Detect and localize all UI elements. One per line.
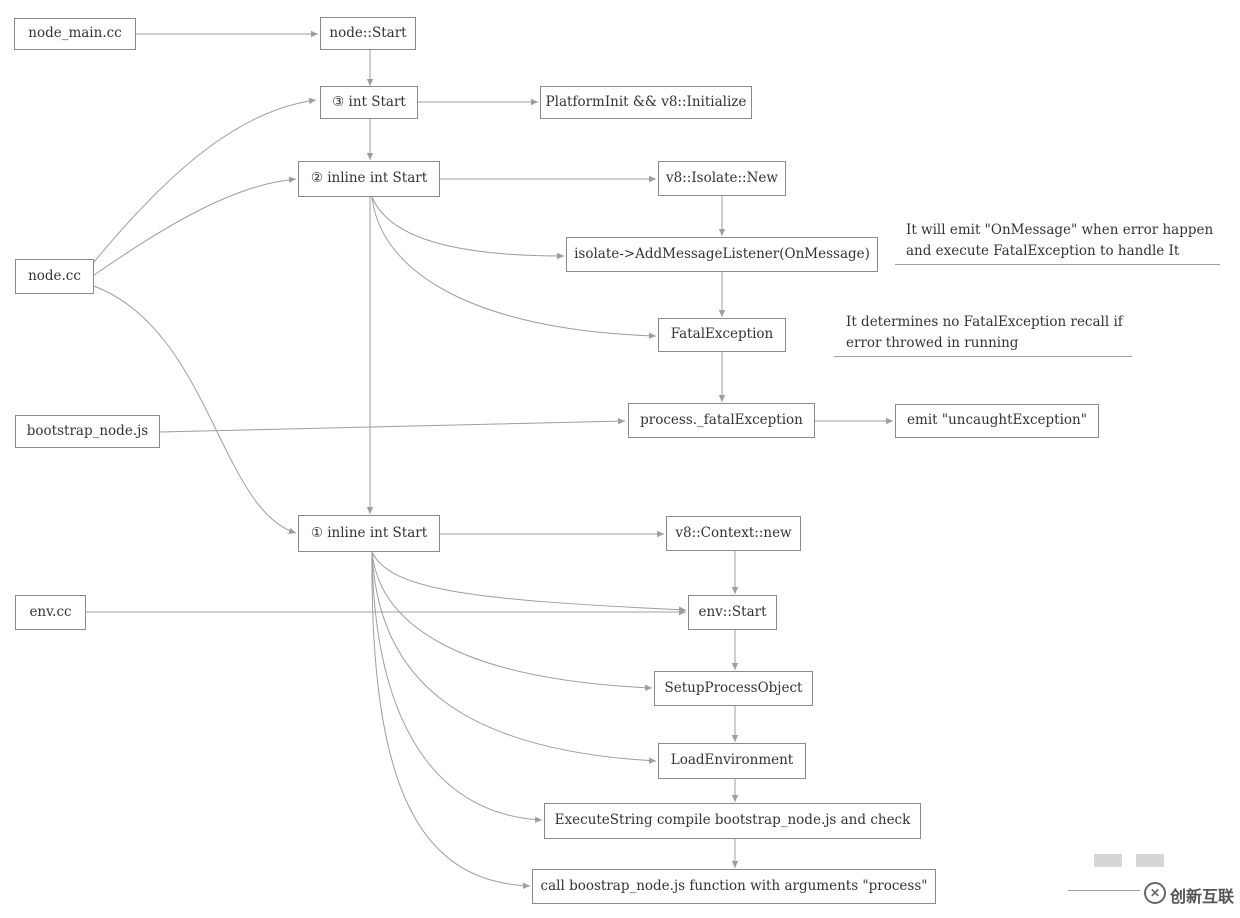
watermark-block-2 — [1136, 854, 1164, 867]
brand-logo-icon: ✕ — [1144, 882, 1166, 904]
node-cc-label: node.cc — [28, 267, 81, 284]
edge-node-cc-to-inline-start-1 — [93, 285, 297, 535]
env-cc: env.cc — [15, 595, 86, 630]
note-on-message: It will emit "OnMessage" when error happ… — [906, 220, 1213, 262]
edge-inline-start-1-curve-to-setup — [371, 551, 653, 691]
add-message-listener-label: isolate->AddMessageListener(OnMessage) — [574, 245, 870, 262]
call-bootstrap: call boostrap_node.js function with argu… — [532, 869, 936, 904]
note-fatal: It determines no FatalException recall i… — [846, 312, 1123, 354]
node-main-cc: node_main.cc — [14, 18, 136, 50]
edge-bootstrap-to-process-fatal — [159, 417, 626, 433]
platform-init-label: PlatformInit && v8::Initialize — [545, 93, 747, 110]
load-environment: LoadEnvironment — [658, 743, 806, 779]
note-fatal-line2: error throwed in running — [846, 335, 1019, 351]
emit-uncaught-exception: emit "uncaughtException" — [895, 404, 1099, 438]
setup-process-object: SetupProcessObject — [654, 671, 813, 706]
context-new-label: v8::Context::new — [675, 524, 792, 541]
int-start-3: ③ int Start — [320, 86, 418, 119]
process-fatal-exception: process._fatalException — [628, 403, 815, 438]
node-cc: node.cc — [15, 259, 94, 294]
watermark-brand: 创新互联 — [1170, 887, 1235, 906]
call-bootstrap-label: call boostrap_node.js function with argu… — [540, 877, 928, 894]
note-on-message-underline — [895, 264, 1220, 265]
isolate-new: v8::Isolate::New — [658, 161, 786, 196]
execute-string: ExecuteString compile bootstrap_node.js … — [544, 803, 921, 839]
execute-string-label: ExecuteString compile bootstrap_node.js … — [554, 812, 911, 829]
watermark-block-1 — [1094, 854, 1122, 867]
platform-init: PlatformInit && v8::Initialize — [540, 86, 752, 119]
process-fatal-exception-label: process._fatalException — [640, 411, 803, 428]
inline-start-2: ② inline int Start — [298, 161, 440, 197]
edge-node-cc-to-inline-start-2 — [93, 176, 297, 276]
edge-inline-start-2-curve-to-add-listener — [371, 196, 565, 260]
env-cc-label: env.cc — [29, 603, 72, 620]
node-main-cc-label: node_main.cc — [28, 25, 122, 42]
edge-inline-start-1-curve-to-call — [371, 551, 531, 889]
note-on-message-line1: It will emit "OnMessage" when error happ… — [906, 222, 1214, 238]
edge-inline-start-1-curve-to-execute — [371, 551, 543, 823]
inline-start-1: ① inline int Start — [298, 515, 440, 552]
env-start-label: env::Start — [698, 603, 767, 620]
note-fatal-underline — [834, 356, 1132, 357]
inline-start-2-label: ② inline int Start — [310, 170, 428, 187]
isolate-new-label: v8::Isolate::New — [666, 169, 778, 186]
load-environment-label: LoadEnvironment — [670, 752, 794, 769]
edge-inline-start-1-curve-to-env-start — [371, 551, 687, 613]
watermark-rule — [1068, 890, 1140, 891]
edge-inline-start-1-curve-to-load-env — [371, 551, 657, 764]
bootstrap-node-js: bootstrap_node.js — [15, 415, 160, 448]
fatal-exception: FatalException — [658, 318, 786, 352]
fatal-exception-label: FatalException — [670, 326, 774, 343]
setup-process-object-label: SetupProcessObject — [664, 679, 803, 696]
note-fatal-line1: It determines no FatalException recall i… — [846, 314, 1123, 330]
bootstrap-node-js-label: bootstrap_node.js — [26, 422, 149, 439]
node-start-label: node::Start — [329, 24, 407, 41]
int-start-3-label: ③ int Start — [332, 93, 406, 110]
inline-start-1-label: ① inline int Start — [310, 524, 428, 541]
note-on-message-line2: and execute FatalException to handle It — [906, 243, 1180, 259]
context-new: v8::Context::new — [666, 516, 801, 551]
add-message-listener: isolate->AddMessageListener(OnMessage) — [566, 237, 878, 272]
env-start: env::Start — [688, 595, 777, 630]
edge-node-cc-to-int-start — [93, 97, 317, 263]
edge-inline-start-2-curve-to-fatal — [371, 196, 657, 339]
emit-uncaught-exception-label: emit "uncaughtException" — [907, 412, 1087, 429]
node-start: node::Start — [320, 17, 416, 50]
